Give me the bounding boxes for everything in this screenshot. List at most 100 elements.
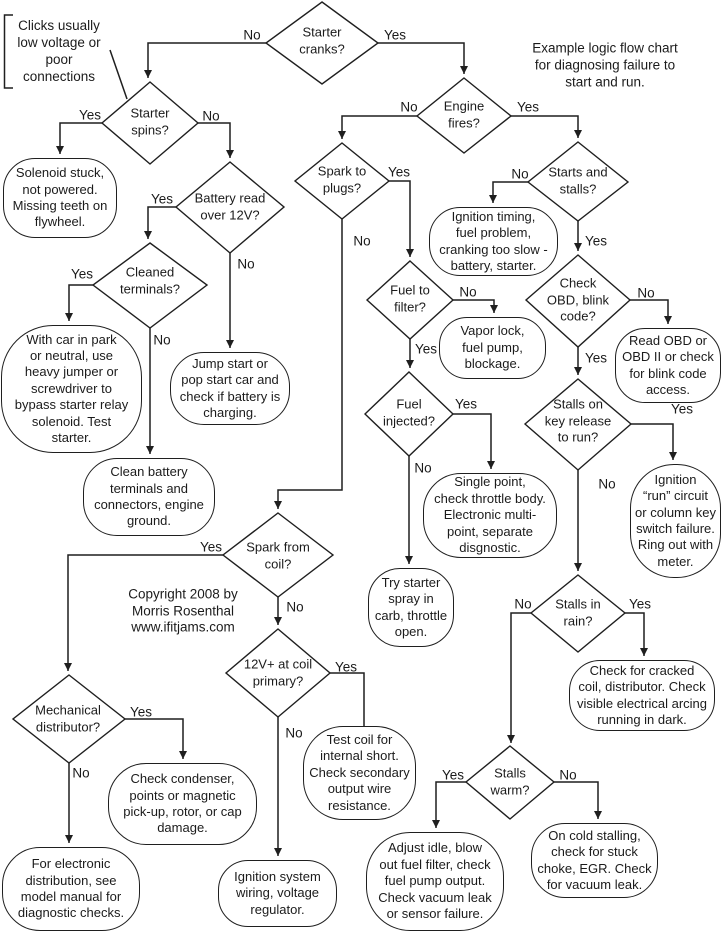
edge-label-stalls-in-rain-no: No: [514, 596, 532, 612]
decision-cleaned-terminals: [91, 242, 209, 329]
edge-stalls-warm-no: [554, 781, 602, 819]
edge-label-fuel-to-filter-yes: Yes: [414, 341, 438, 357]
edge-label-twelve-v-coil-no: No: [285, 725, 303, 741]
action-test-coil: Test coil for internal short. Check seco…: [303, 726, 416, 820]
edge-starter-cranks-yes: [378, 42, 468, 74]
edge-label-spark-to-plugs-yes: Yes: [387, 164, 411, 180]
edge-fuel-injected-yes: [453, 413, 495, 469]
decision-twelve-v-coil-label: 12V+ at coil primary?: [243, 656, 313, 689]
decision-starter-spins: [100, 81, 200, 165]
edge-starter-cranks-no: [144, 42, 267, 78]
edge-starter-spins-yes: [56, 122, 102, 154]
decision-spark-to-plugs-label: Spark to plugs?: [317, 163, 367, 196]
edge-twelve-v-coil-yes: [330, 672, 368, 734]
clicks-note-bracket: [3, 14, 13, 89]
edge-fuel-to-filter-no: [453, 299, 498, 313]
decision-mechanical-distributor-label: Mechanical distributor?: [35, 702, 101, 735]
edge-engine-fires-no: [338, 115, 417, 139]
action-solenoid-stuck: Solenoid stuck, not powered. Missing tee…: [3, 158, 117, 238]
edge-stalls-in-rain-no: [507, 612, 531, 743]
edge-label-fuel-injected-no: No: [414, 460, 432, 476]
action-try-starter-spray: Try starter spray in carb, throttle open…: [368, 568, 454, 647]
edge-label-mechanical-distributor-yes: Yes: [129, 704, 153, 720]
decision-stalls-in-rain-label: Stalls in rain?: [555, 596, 601, 629]
copyright-note: Copyright 2008 by Morris Rosenthal www.i…: [128, 586, 238, 635]
edge-label-cleaned-terminals-no: No: [153, 332, 171, 348]
decision-starter-cranks-label: Starter cranks?: [299, 24, 345, 57]
edge-label-stalls-on-key-yes: Yes: [670, 401, 694, 417]
edge-label-battery-read-no: No: [237, 256, 255, 272]
edge-spark-from-coil-yes: [64, 554, 223, 671]
decision-fuel-to-filter-label: Fuel to filter?: [390, 282, 430, 315]
edge-mechanical-distributor-yes: [125, 718, 187, 759]
edge-label-spark-from-coil-yes: Yes: [199, 539, 223, 555]
edge-cleaned-terminals-yes: [65, 284, 93, 321]
edge-check-obd-no: [630, 299, 672, 324]
decision-engine-fires-label: Engine fires?: [443, 98, 485, 131]
decision-stalls-warm: [464, 745, 556, 820]
edge-label-cleaned-terminals-yes: Yes: [70, 266, 94, 282]
edge-label-starts-and-stalls-yes: Yes: [584, 233, 608, 249]
action-check-cracked-coil: Check for cracked coil, distributor. Che…: [569, 660, 715, 731]
action-read-obd: Read OBD or OBD II or check for blink co…: [615, 328, 721, 403]
edge-battery-read-yes: [144, 206, 176, 239]
edge-label-starter-spins-yes: Yes: [78, 107, 102, 123]
action-vapor-lock: Vapor lock, fuel pump, blockage.: [439, 317, 546, 379]
edge-label-starter-cranks-yes: Yes: [383, 27, 407, 43]
edge-label-mechanical-distributor-no: No: [72, 765, 90, 781]
decision-starter-spins-label: Starter spins?: [130, 105, 170, 138]
action-for-electronic: For electronic distribution, see model m…: [2, 847, 140, 931]
decision-starter-cranks: [264, 1, 380, 85]
edge-label-stalls-on-key-no: No: [598, 476, 616, 492]
action-single-point: Single point, check throttle body. Elect…: [423, 473, 557, 558]
action-clean-battery: Clean battery terminals and connectors, …: [83, 458, 215, 536]
clicks-note: Clicks usually low voltage or poor conne…: [17, 18, 101, 84]
decision-stalls-on-key-label: Stalls on key release to run?: [544, 396, 612, 445]
decision-battery-read-label: Battery read over 12V?: [194, 190, 266, 223]
edge-starts-and-stalls-no: [489, 181, 528, 203]
edge-label-twelve-v-coil-yes: Yes: [334, 659, 358, 675]
decision-mechanical-distributor: [11, 674, 127, 764]
clicks-note-pointer-line: [109, 49, 128, 100]
edge-stalls-on-key-yes: [631, 423, 677, 460]
edge-label-starts-and-stalls-no: No: [511, 166, 529, 182]
edge-spark-to-plugs-yes: [389, 180, 414, 257]
edge-label-stalls-in-rain-yes: Yes: [628, 596, 652, 612]
action-ignition-run: Ignition “run” circuit or column key swi…: [630, 464, 721, 578]
decision-fuel-injected-label: Fuel injected?: [382, 396, 436, 429]
edge-label-spark-from-coil-no: No: [286, 599, 304, 615]
edge-stalls-warm-yes: [432, 781, 466, 828]
edge-starter-spins-no: [198, 122, 234, 158]
edge-label-engine-fires-yes: Yes: [516, 99, 540, 115]
action-ignition-system: Ignition system wiring, voltage regulato…: [218, 860, 337, 927]
action-adjust-idle: Adjust idle, blow out fuel filter, check…: [366, 832, 504, 931]
edge-label-starter-spins-no: No: [202, 108, 220, 124]
edge-label-stalls-warm-yes: Yes: [441, 767, 465, 783]
action-with-car-in-park: With car in park or neutral, use heavy j…: [1, 325, 142, 453]
edge-label-check-obd-no: No: [637, 285, 655, 301]
decision-check-obd: [524, 254, 632, 348]
decision-twelve-v-coil: [224, 628, 332, 718]
edge-label-stalls-warm-no: No: [559, 767, 577, 783]
decision-engine-fires: [415, 77, 513, 154]
edge-label-spark-to-plugs-no: No: [353, 233, 371, 249]
decision-spark-from-coil: [221, 512, 335, 598]
decision-spark-from-coil-label: Spark from coil?: [246, 539, 310, 572]
decision-fuel-to-filter: [365, 260, 455, 340]
edge-label-check-obd-yes: Yes: [584, 350, 608, 366]
action-check-condenser: Check condenser, points or magnetic pick…: [108, 763, 257, 845]
decision-starts-and-stalls: [526, 141, 630, 222]
edge-stalls-in-rain-yes: [625, 612, 648, 656]
edge-label-starter-cranks-no: No: [243, 27, 261, 43]
edge-label-engine-fires-no: No: [400, 99, 418, 115]
action-ignition-timing: Ignition timing, fuel problem, cranking …: [429, 207, 558, 276]
decision-stalls-warm-label: Stalls warm?: [490, 765, 530, 798]
decision-fuel-injected: [363, 371, 455, 457]
decision-check-obd-label: Check OBD, blink code?: [546, 275, 610, 324]
decision-stalls-on-key: [523, 378, 633, 471]
edge-label-fuel-to-filter-no: No: [459, 284, 477, 300]
decision-battery-read: [174, 161, 286, 254]
chart-title: Example logic flow chart for diagnosing …: [532, 40, 678, 90]
